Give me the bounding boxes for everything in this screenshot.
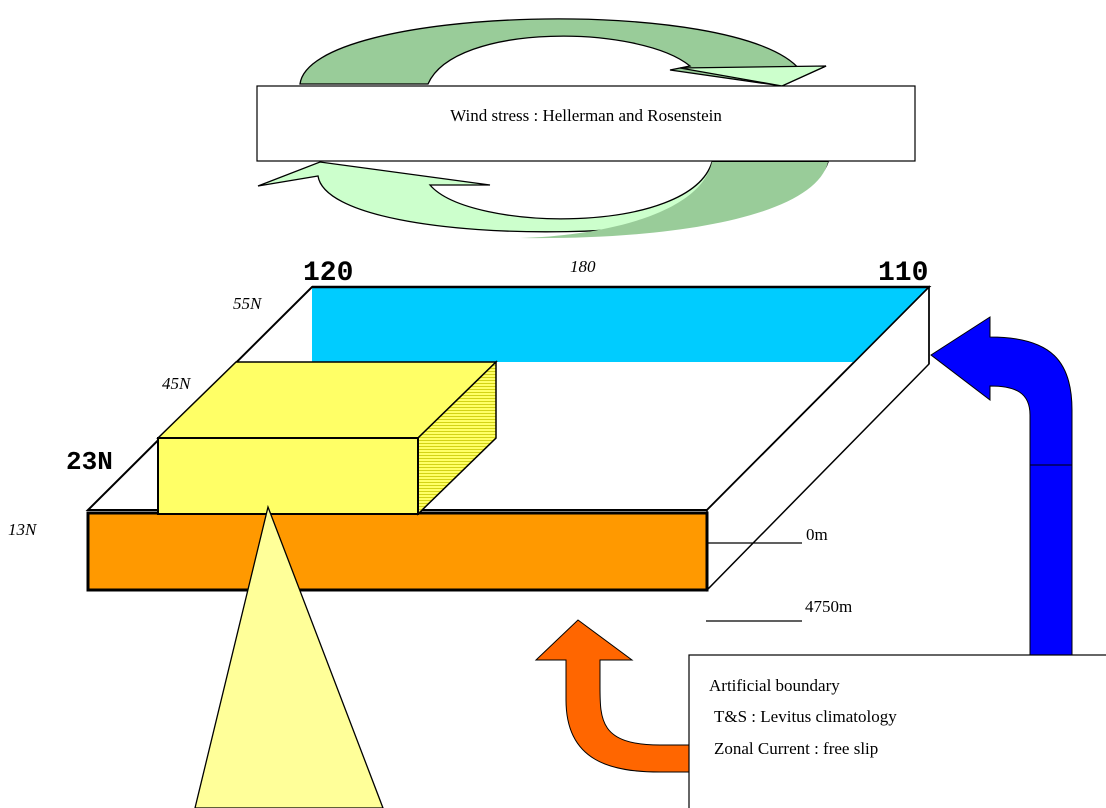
nested-region-block xyxy=(156,360,498,516)
longitude-label-middle: 180 xyxy=(570,257,596,276)
wind-circulation-arrows: Wind stress : Hellerman and Rosenstein xyxy=(256,18,916,239)
wind-stress-box xyxy=(256,85,916,162)
depth-label-surface: 0m xyxy=(806,525,828,544)
northern-sea-strip xyxy=(312,288,928,362)
longitude-label-left: 120 xyxy=(303,258,353,289)
wind-stress-label: Wind stress : Hellerman and Rosenstein xyxy=(450,106,722,125)
boundary-title: Artificial boundary xyxy=(709,676,840,695)
boundary-current-line: Zonal Current : free slip xyxy=(714,739,878,758)
depth-label-bottom: 4750m xyxy=(805,597,852,616)
longitude-label-right: 110 xyxy=(878,258,928,289)
latitude-label-55n: 55N xyxy=(233,294,263,313)
boundary-info-box xyxy=(688,654,1106,808)
boundary-arrow-orange xyxy=(534,619,690,773)
latitude-label-23n: 23N xyxy=(66,447,113,477)
latitude-label-13n: 13N xyxy=(8,520,38,539)
boundary-arrow-blue xyxy=(930,316,1073,656)
southern-front-face xyxy=(86,511,709,592)
boundary-ts-line: T&S : Levitus climatology xyxy=(714,707,897,726)
light-cone xyxy=(194,504,384,808)
latitude-label-45n: 45N xyxy=(162,374,192,393)
